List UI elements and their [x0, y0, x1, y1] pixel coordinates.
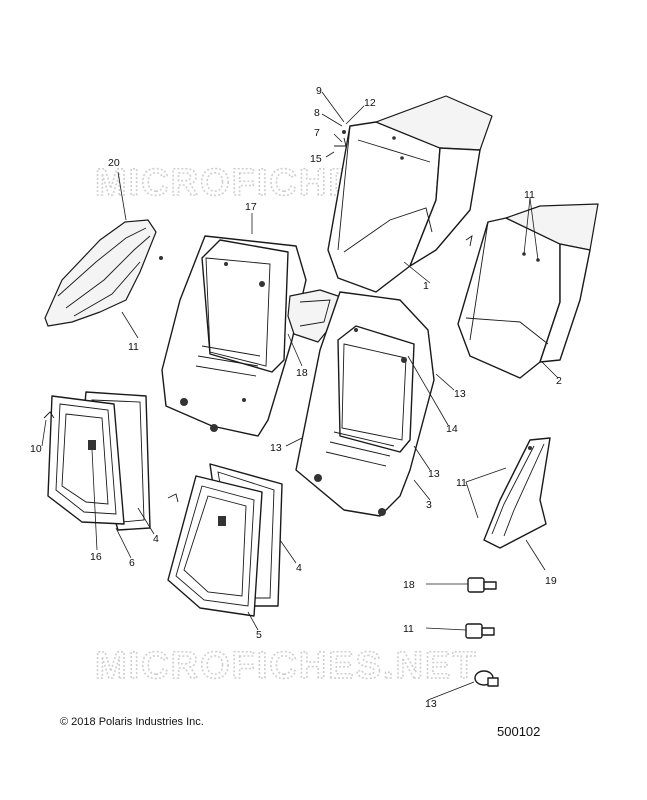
callout-14: 14 — [446, 423, 458, 435]
callout-labels: 1 2 3 4 4 5 6 7 8 9 10 11 11 11 11 12 13… — [30, 85, 562, 710]
callout-11-bracket: 11 — [456, 477, 467, 489]
drawing-number: 500102 — [497, 724, 541, 739]
part-19-side-bracket — [483, 437, 551, 549]
callout-6: 6 — [129, 557, 135, 569]
callout-7: 7 — [314, 127, 320, 139]
fastener-18 — [467, 577, 497, 593]
fastener-13 — [474, 670, 499, 687]
callout-12: 12 — [364, 97, 376, 109]
callout-15: 15 — [310, 153, 322, 165]
part-20-seat-pad — [44, 219, 163, 327]
callout-17: 17 — [245, 201, 257, 213]
copyright-notice: © 2018 Polaris Industries Inc. — [60, 716, 204, 728]
watermark-bottom: MICROFICHES.NET — [95, 645, 478, 687]
callout-4-center: 4 — [296, 562, 302, 574]
callout-18-fastener: 18 — [403, 579, 415, 591]
leader-lines — [41, 91, 559, 701]
clip-hardware — [43, 130, 473, 503]
part-2-storage-box — [457, 203, 599, 379]
callout-13-right: 13 — [454, 388, 466, 400]
callout-1: 1 — [423, 280, 429, 292]
callout-2: 2 — [556, 375, 562, 387]
part-6-cover-frame-left — [47, 395, 125, 525]
callout-9: 9 — [316, 85, 322, 97]
callout-13-left: 13 — [270, 442, 282, 454]
callout-3: 3 — [426, 499, 432, 511]
part-3-seat-back-panel — [295, 291, 435, 517]
callout-16: 16 — [90, 551, 102, 563]
callout-11-fastener: 11 — [403, 623, 414, 635]
callout-11-seat-pad: 11 — [128, 341, 139, 353]
callout-10: 10 — [30, 443, 42, 455]
callout-8: 8 — [314, 107, 320, 119]
callout-20: 20 — [108, 157, 120, 169]
callout-13-fastener: 13 — [425, 698, 437, 710]
callout-18-panel: 18 — [296, 367, 308, 379]
part-1-storage-box — [327, 95, 493, 293]
callout-11-storage-box: 11 — [524, 189, 535, 201]
part-5-cover-frame-center — [167, 475, 263, 617]
callout-4-left: 4 — [153, 533, 159, 545]
callout-19: 19 — [545, 575, 557, 587]
fastener-11 — [465, 623, 495, 639]
callout-5: 5 — [256, 629, 262, 641]
left-seat-back-panel — [161, 235, 307, 437]
callout-13-center: 13 — [428, 468, 440, 480]
